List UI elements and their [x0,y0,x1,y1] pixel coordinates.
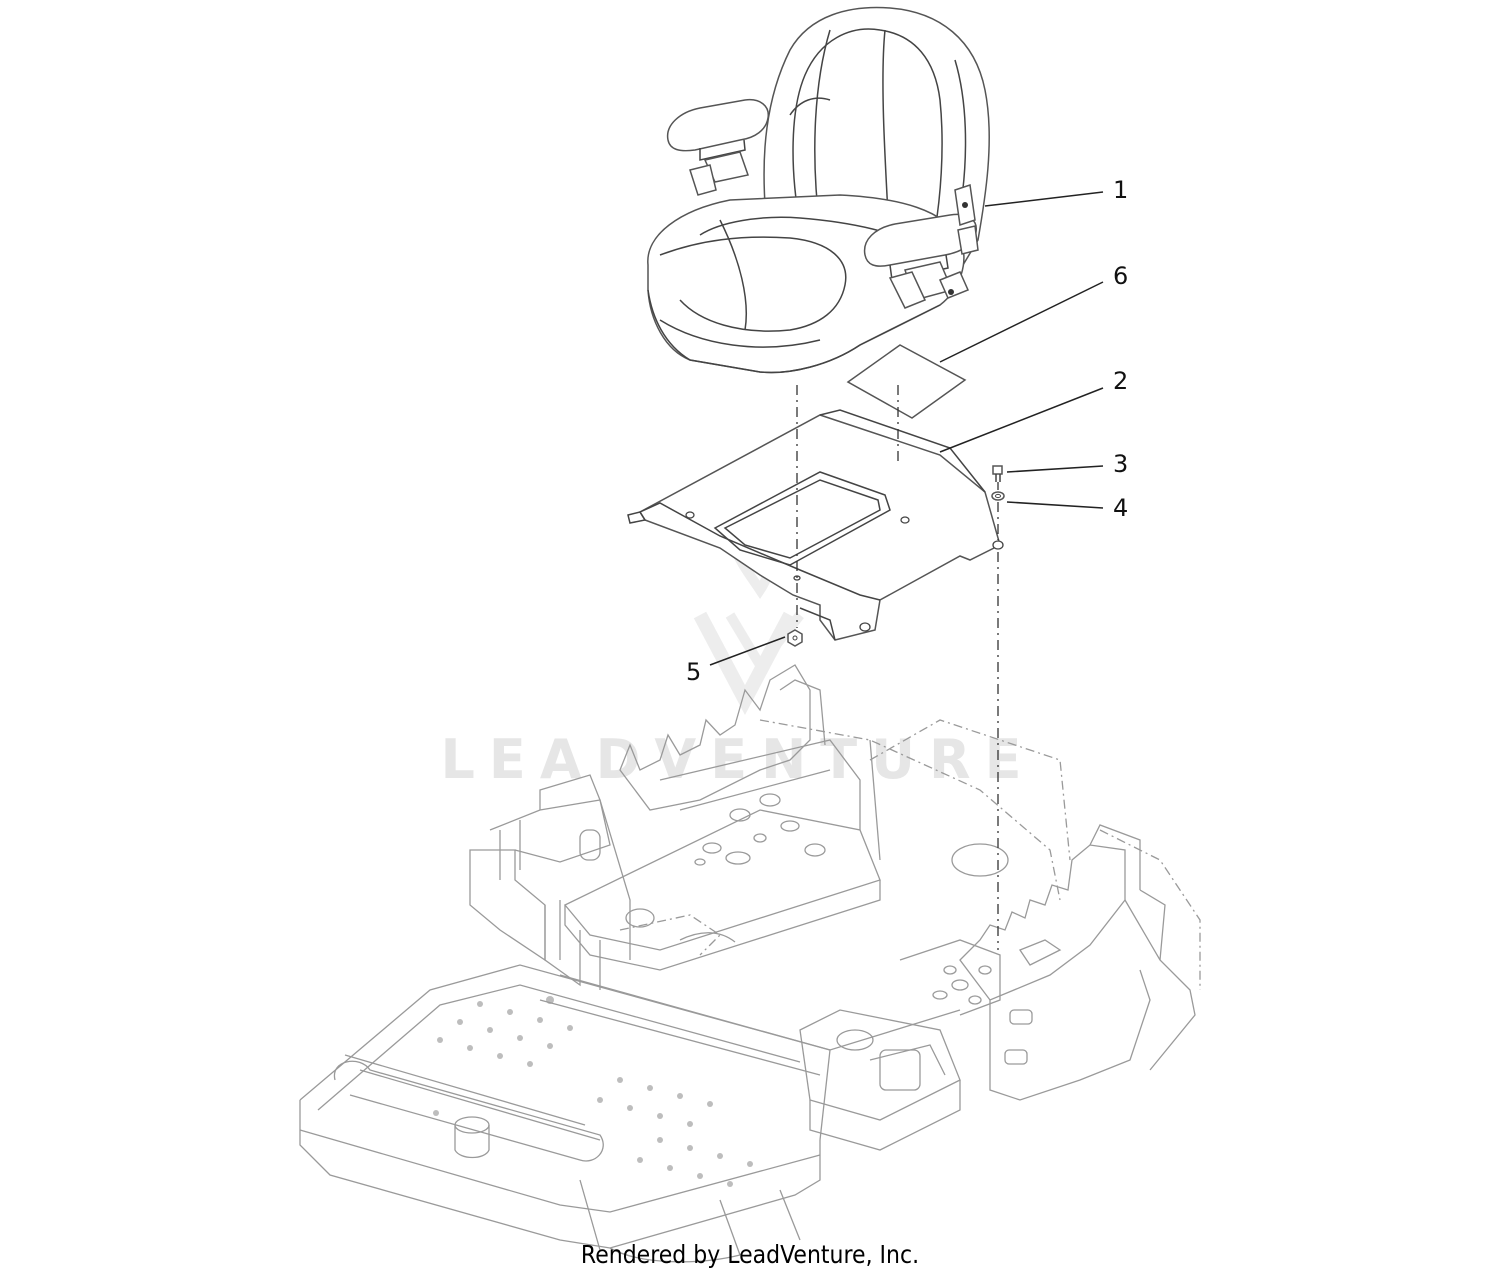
footer-credit: Rendered by LeadVenture, Inc. [580,1240,920,1269]
washer [991,491,1005,501]
seat-assembly [647,6,990,374]
seat-plate [627,409,1004,641]
assembly-lines [796,385,999,950]
callout-number: 4 [1113,494,1128,522]
callout-number: 3 [1113,450,1128,478]
mower-chassis [299,664,1201,1263]
nut [787,629,803,647]
callout-number: 5 [686,658,701,686]
bolt [992,465,1003,482]
watermark-text: LEADVENTURE [441,728,1036,791]
leader-lines [709,191,1104,666]
callout-number: 1 [1113,176,1128,204]
callout-number: 6 [1113,262,1128,290]
callout-number: 2 [1113,367,1128,395]
decal-pad [846,344,967,419]
